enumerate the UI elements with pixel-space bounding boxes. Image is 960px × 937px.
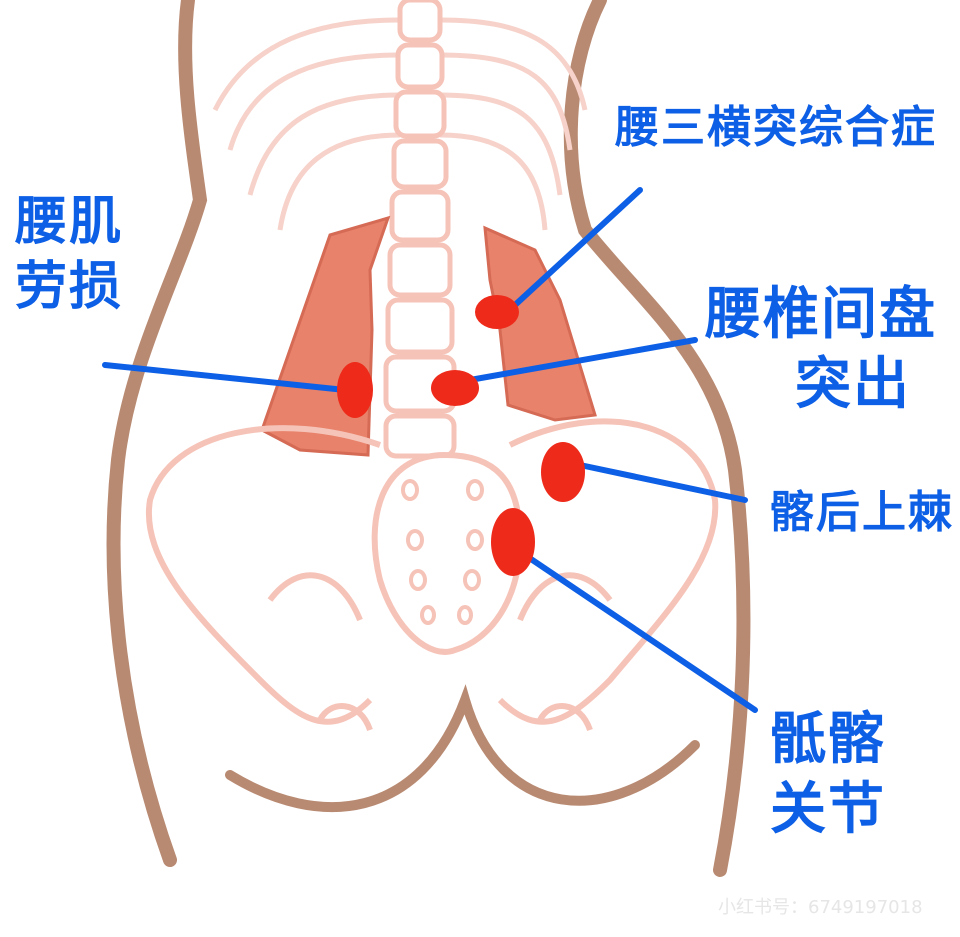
label-si-joint-line1: 骶髂 <box>770 707 886 772</box>
pain-point-si-joint <box>491 508 535 576</box>
label-disc-herniation: 腰椎间盘 突出 <box>705 280 937 420</box>
body-outline-left <box>106 0 208 867</box>
label-lumbar-strain-line1: 腰肌 <box>15 192 124 252</box>
watermark: 小红书号：6749197018 <box>718 897 923 918</box>
pointer-lines <box>102 187 758 713</box>
label-l3-transverse-syndrome: 腰三横突综合症 <box>615 102 937 153</box>
pain-point-psis <box>541 442 585 502</box>
label-disc-herniation-line2: 突出 <box>795 352 911 417</box>
label-lumbar-strain: 腰肌 劳损 <box>15 190 123 320</box>
label-si-joint-line2: 关节 <box>770 777 886 842</box>
spine <box>383 0 457 459</box>
label-si-joint: 骶髂 关节 <box>770 705 886 845</box>
ribcage <box>212 17 588 231</box>
pain-point-lumbar-muscle <box>337 362 373 418</box>
pain-point-l3 <box>475 295 519 329</box>
label-lumbar-strain-line2: 劳损 <box>15 257 124 317</box>
label-psis: 髂后上棘 <box>770 487 954 538</box>
pain-points <box>337 295 585 576</box>
lumbar-muscle-left <box>260 215 391 457</box>
label-disc-herniation-line1: 腰椎间盘 <box>705 282 937 347</box>
sacral-foramina <box>401 479 484 625</box>
buttock-curve <box>225 684 700 813</box>
pain-point-disc <box>431 370 479 406</box>
pelvis <box>145 418 719 732</box>
body-outline-right <box>563 0 751 877</box>
